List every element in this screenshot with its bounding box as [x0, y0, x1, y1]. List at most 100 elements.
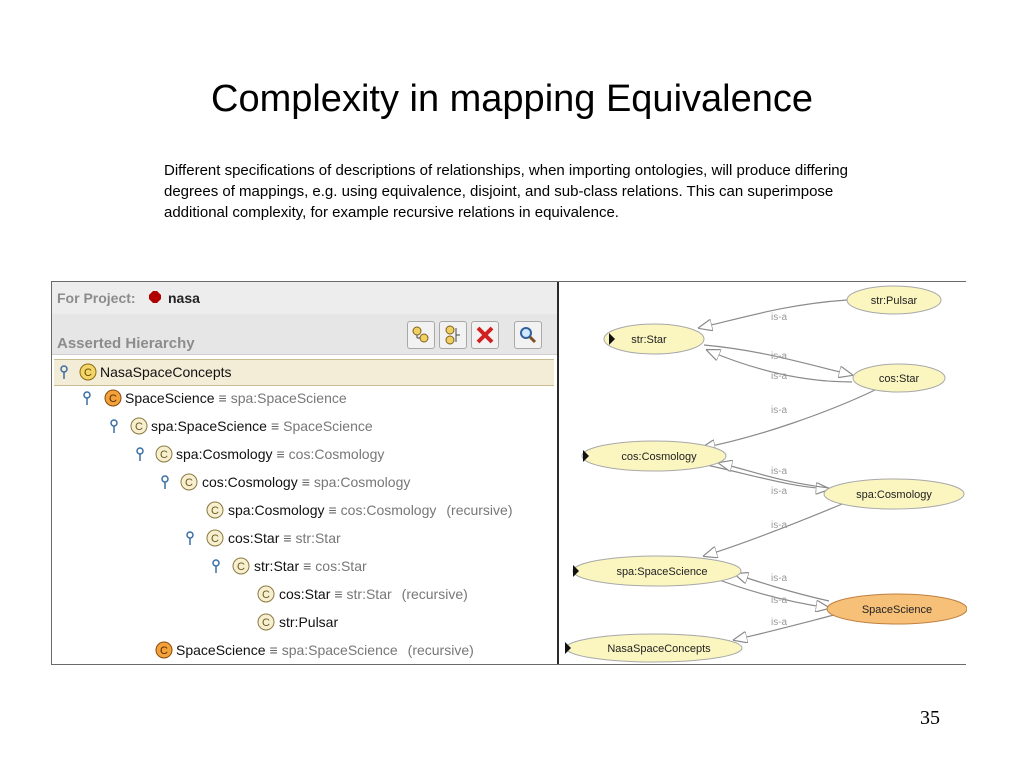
edge-cos-star-to-str-star: [707, 350, 853, 383]
edge-labels: is-a is-a is-a is-a is-a is-a is-a is-a …: [771, 312, 788, 628]
ontology-graph-pane: is-a is-a is-a is-a is-a is-a is-a is-a …: [557, 282, 967, 664]
tree-row[interactable]: C NasaSpaceConcepts: [54, 359, 554, 386]
node-label: str:Star: [631, 334, 667, 346]
graph-node-spa-spacescience[interactable]: spa:SpaceScience: [572, 555, 742, 587]
class-name: spa:SpaceScience: [151, 418, 267, 434]
create-subclass-button[interactable]: [407, 321, 435, 349]
defined-class-icon: C: [104, 389, 122, 407]
edge-spa-cosmology-to-cos-cosmology: [719, 463, 830, 489]
slide-title: Complexity in mapping Equivalence: [211, 78, 813, 120]
tree-row[interactable]: C SpaceScience≡spa:SpaceScience: [52, 386, 557, 411]
tree-row[interactable]: C str:Star≡cos:Star: [52, 554, 557, 579]
svg-text:C: C: [160, 449, 168, 461]
graph-node-spa-cosmology[interactable]: spa:Cosmology: [823, 478, 965, 510]
equivalent-class: spa:SpaceScience: [230, 390, 347, 406]
collapse-triangle-icon[interactable]: [565, 642, 571, 654]
class-icon: C: [79, 363, 97, 381]
class-name: spa:Cosmology: [176, 446, 273, 462]
hierarchy-header: Asserted Hierarchy: [52, 314, 557, 355]
tree-row[interactable]: C cos:Star≡str:Star: [52, 526, 557, 551]
tree-row[interactable]: C cos:Cosmology≡spa:Cosmology: [52, 470, 557, 495]
equivalent-class: str:Star: [346, 586, 392, 602]
tree-expander-icon[interactable]: [160, 474, 170, 490]
tree-row[interactable]: C spa:Cosmology≡cos:Cosmology(recursive): [52, 498, 557, 523]
graph-node-cos-star[interactable]: cos:Star: [852, 363, 946, 393]
edge-label: is-a: [771, 312, 788, 323]
class-icon: C: [257, 585, 275, 603]
equivalent-class: spa:Cosmology: [313, 474, 411, 490]
recursive-tag: (recursive): [407, 642, 474, 658]
tree-row[interactable]: C str:Pulsar: [52, 610, 557, 635]
collapse-triangle-icon[interactable]: [583, 450, 589, 462]
graph-node-str-star[interactable]: str:Star: [603, 323, 705, 355]
graph-node-cos-cosmology[interactable]: cos:Cosmology: [581, 440, 727, 472]
find-class-button[interactable]: [514, 321, 542, 349]
class-name: cos:Cosmology: [202, 474, 298, 490]
equivalence-symbol: ≡: [283, 530, 292, 546]
project-label: For Project:: [57, 290, 136, 306]
equivalence-symbol: ≡: [334, 586, 343, 602]
tree-row[interactable]: C SpaceScience≡spa:SpaceScience(recursiv…: [52, 638, 557, 663]
edge-spacescience-to-nasaspaceconcepts: [734, 614, 835, 640]
create-sibling-class-button[interactable]: [439, 321, 467, 349]
class-icon: C: [180, 473, 198, 491]
equivalent-class: cos:Star: [315, 558, 367, 574]
edge-label: is-a: [771, 520, 788, 531]
project-header: For Project: nasa: [52, 282, 557, 314]
class-icon: C: [232, 557, 250, 575]
collapse-triangle-icon[interactable]: [573, 565, 579, 577]
tree-expander-icon[interactable]: [59, 364, 69, 380]
tree-row[interactable]: C cos:Star≡str:Star(recursive): [52, 582, 557, 607]
svg-text:C: C: [262, 617, 270, 629]
tree-expander-icon[interactable]: [109, 418, 119, 434]
node-label: SpaceScience: [862, 604, 932, 616]
equivalence-symbol: ≡: [270, 418, 280, 434]
class-tree: C NasaSpaceConcepts C SpaceScience≡spa:S…: [52, 357, 557, 664]
edge-label: is-a: [771, 405, 788, 416]
create-subclass-icon: [412, 326, 429, 343]
edge-label: is-a: [771, 351, 788, 362]
tree-expander-icon[interactable]: [185, 530, 195, 546]
node-label: cos:Star: [879, 373, 920, 385]
find-class-icon: [520, 327, 537, 344]
svg-text:C: C: [262, 589, 270, 601]
edge-label: is-a: [771, 486, 788, 497]
create-sibling-class-icon: [445, 325, 460, 345]
edge-label: is-a: [771, 573, 788, 584]
graph-node-spacescience[interactable]: SpaceScience: [826, 593, 967, 625]
equivalent-class: cos:Cosmology: [288, 446, 385, 462]
equivalence-symbol: ≡: [303, 558, 312, 574]
edge-label: is-a: [771, 371, 788, 382]
tree-expander-icon[interactable]: [82, 390, 92, 406]
svg-text:C: C: [211, 505, 219, 517]
edge-spa-cosmology-to-spa-spacescience: [704, 501, 848, 556]
equivalent-class: spa:SpaceScience: [281, 642, 398, 658]
graph-node-nasaspaceconcepts[interactable]: NasaSpaceConcepts: [565, 633, 743, 663]
tree-expander-icon[interactable]: [135, 446, 145, 462]
tree-row[interactable]: C spa:Cosmology≡cos:Cosmology: [52, 442, 557, 467]
equivalent-class: SpaceScience: [283, 418, 373, 434]
svg-text:C: C: [211, 533, 219, 545]
class-icon: C: [206, 501, 224, 519]
class-name: cos:Star: [228, 530, 280, 546]
class-name: spa:Cosmology: [228, 502, 325, 518]
protege-screenshot: For Project: nasa Asserted Hierarchy: [51, 281, 967, 665]
class-icon: C: [206, 529, 224, 547]
tree-row[interactable]: C spa:SpaceScience≡SpaceScience: [52, 414, 557, 439]
tree-expander-icon[interactable]: [211, 558, 221, 574]
equivalence-symbol: ≡: [276, 446, 285, 462]
node-label: spa:Cosmology: [856, 489, 932, 501]
node-label: str:Pulsar: [871, 295, 918, 307]
edge-label: is-a: [771, 466, 788, 477]
delete-class-button[interactable]: [471, 321, 499, 349]
recursive-tag: (recursive): [401, 586, 468, 602]
edge-str-star-to-cos-star: [703, 344, 852, 375]
project-icon: [149, 291, 161, 303]
collapse-triangle-icon[interactable]: [609, 333, 615, 345]
graph-node-str-pulsar[interactable]: str:Pulsar: [846, 285, 942, 315]
svg-text:C: C: [185, 477, 193, 489]
edge-label: is-a: [771, 617, 788, 628]
class-icon: C: [257, 613, 275, 631]
edge-spacescience-to-spa-spacescience: [735, 574, 830, 602]
svg-text:C: C: [135, 421, 143, 433]
